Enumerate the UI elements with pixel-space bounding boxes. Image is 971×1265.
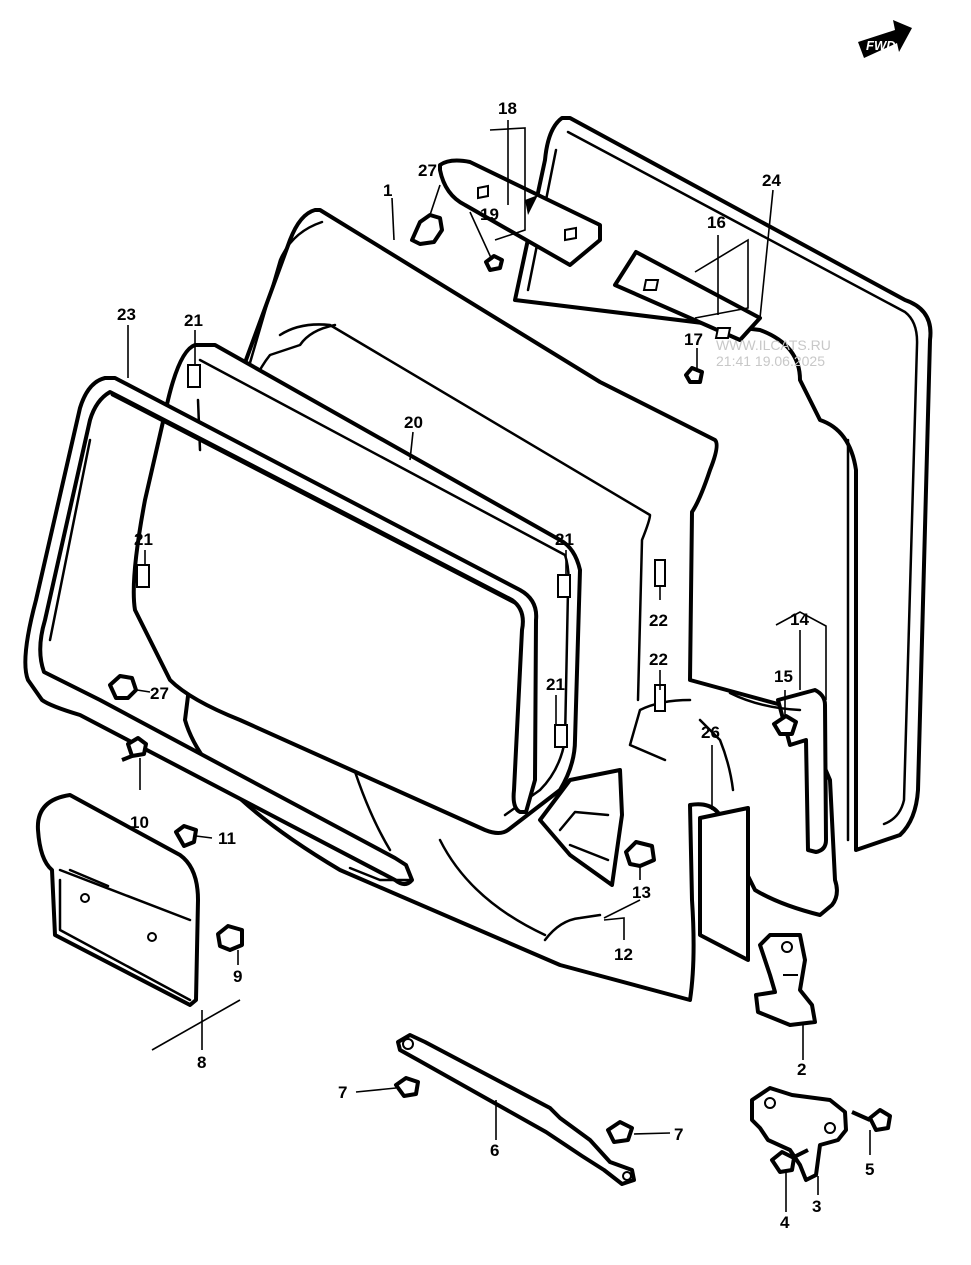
- callout-21-left: 21: [134, 530, 153, 549]
- gas-spring-damper: [396, 1033, 636, 1186]
- clip-19: [484, 254, 504, 272]
- glass-garnish-surround: [23, 376, 539, 886]
- grommet-7-left: [394, 1076, 420, 1098]
- callout-7-left: 7: [338, 1083, 347, 1102]
- callout-19: 19: [480, 205, 499, 224]
- bolt-15: [772, 714, 798, 736]
- callout-7-right: 7: [674, 1125, 683, 1144]
- upper-trim-bracket: [438, 158, 602, 267]
- hinge-upper: [754, 933, 817, 1027]
- callout-6: 6: [490, 1141, 499, 1160]
- bolt-10: [121, 736, 148, 762]
- forward-arrow-icon: FWD: [858, 20, 912, 58]
- callout-21-bottom: 21: [546, 675, 565, 694]
- callout-21-right: 21: [555, 530, 574, 549]
- callout-24: 24: [762, 171, 781, 190]
- clip-17: [684, 366, 704, 384]
- callout-8: 8: [197, 1053, 206, 1072]
- callout-11: 11: [218, 829, 236, 848]
- glass-clips: [136, 364, 571, 748]
- watermark-timestamp: 21:41 19.06.2025: [716, 353, 825, 369]
- bumper-stop-lower: [108, 674, 138, 700]
- bolt-4: [770, 1148, 809, 1174]
- callout-2: 2: [797, 1060, 806, 1079]
- callout-10: 10: [130, 813, 149, 832]
- lower-side-trim: [538, 768, 624, 887]
- callout-17: 17: [684, 330, 703, 349]
- callout-12: 12: [614, 945, 633, 964]
- callout-22-lower: 22: [649, 650, 668, 669]
- grommet-7-right: [606, 1120, 634, 1144]
- bumper-stop-upper: [410, 213, 444, 246]
- callout-18: 18: [498, 99, 517, 118]
- callout-27-upper: 27: [418, 161, 437, 180]
- watermark-site: WWW.ILCATS.RU: [716, 337, 831, 353]
- callout-15: 15: [774, 667, 793, 686]
- leader-lines: [127, 120, 871, 1212]
- callout-22-upper: 22: [649, 611, 668, 630]
- callout-labels: 1 2 3 4 5 6 7 7 8 9 10 11 12 13 14 15 16…: [117, 99, 874, 1232]
- back-door-glass: [131, 343, 582, 835]
- clip-13: [624, 840, 656, 868]
- callout-1: 1: [383, 181, 392, 200]
- callout-26: 26: [701, 723, 720, 742]
- callout-20: 20: [404, 413, 423, 432]
- callout-27-lower: 27: [150, 684, 169, 703]
- callout-13: 13: [632, 883, 651, 902]
- callout-21-top: 21: [184, 311, 203, 330]
- callout-4: 4: [780, 1213, 790, 1232]
- bolt-5: [851, 1108, 892, 1132]
- screw-9: [216, 924, 244, 952]
- callout-14: 14: [790, 610, 809, 629]
- forward-badge-text: FWD: [866, 38, 896, 53]
- callout-16: 16: [707, 213, 726, 232]
- callout-9: 9: [233, 967, 242, 986]
- callout-3: 3: [812, 1197, 821, 1216]
- callout-5: 5: [865, 1160, 874, 1179]
- callout-23: 23: [117, 305, 136, 324]
- grommet-11: [174, 824, 198, 848]
- hinge-lower: [750, 1086, 848, 1182]
- door-pad: [698, 806, 750, 962]
- weatherstrip-seal: [513, 116, 933, 852]
- lower-trim-panel: [35, 793, 200, 1007]
